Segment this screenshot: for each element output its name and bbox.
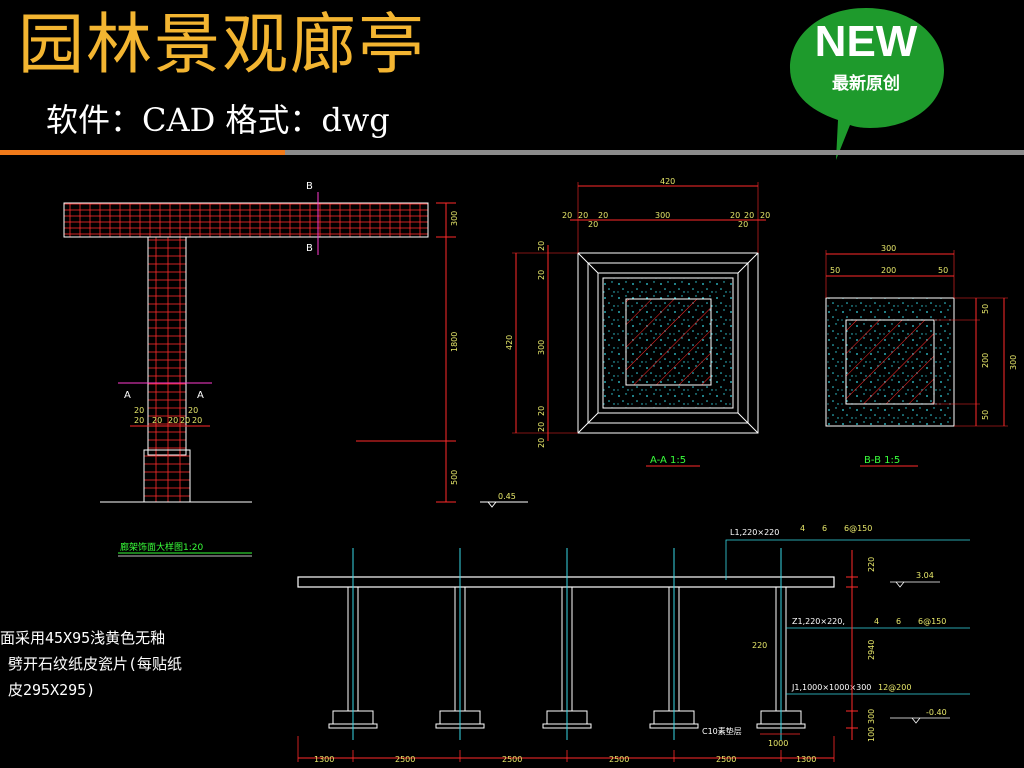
accent-bar [0,150,285,155]
section-aa: 420 20 20 20 300 20 20 20 20 20 420 20 2… [505,177,770,467]
level-0-45: 0.45 [498,492,516,501]
page-subtitle: 软件：CAD 格式：dwg [46,101,390,139]
column-brick [147,236,187,456]
elev-dim-220: 220 [867,557,876,572]
bb-dim-r1: 200 [981,353,990,368]
bb-dim-r0: 50 [981,304,990,314]
bb-dim-right-total: 300 [1009,355,1018,370]
elev-dim-2940: 2940 [867,640,876,660]
rebar-top-c: 6@150 [844,524,872,533]
caption-facing-detail: 廊架饰面大样图1:20 [120,541,203,553]
bb-dim-top-total: 300 [881,244,896,253]
aa-dim-t4: 20 [730,211,740,220]
pavilion-elevation: L1,220×220 4 6 6@150 Z1,220×220, 4 6 6@1… [297,524,970,764]
badge-bubble [790,8,944,160]
material-note: 面采用45X95浅黄色无釉劈开石纹纸皮瓷片(每贴纸皮295X295) [0,625,182,703]
section-mark-a-left: A [124,390,131,401]
span-3: 2500 [609,755,629,764]
aa-dim-l3: 20 [537,406,546,416]
dim-20-f: 20 [180,416,190,425]
aa-dim-top-total: 420 [660,177,675,186]
beam-brick [63,202,429,238]
page-title: 园林景观廊亭 [18,6,426,83]
axis-lines [352,548,782,740]
aa-dim-t6: 20 [760,211,770,220]
elev-dim-100: 100 [867,727,876,742]
rebar-mid-c: 6@150 [918,617,946,626]
dim-500: 500 [450,470,459,485]
bb-dim-r2: 50 [981,410,990,420]
new-badge [790,8,944,160]
note-line-3: 皮295X295) [8,681,96,699]
top-beam [297,576,835,588]
section-mark-b-bottom: B [306,243,313,254]
footing-dim: 1000 [768,739,788,748]
rebar-top-a: 4 [800,524,805,533]
rebar-bottom: 12@200 [878,683,911,692]
rebar-mid-b: 6 [896,617,901,626]
span-2: 2500 [502,755,522,764]
elev-dim-col: 220 [752,641,767,650]
span-4: 2500 [716,755,736,764]
span-5: 1300 [796,755,816,764]
badge-new-label: NEW [814,17,918,66]
label-z1: Z1,220×220, [792,617,845,626]
dim-20-c: 20 [134,416,144,425]
dim-20-b: 20 [188,406,198,415]
aa-dim-t3: 300 [655,211,670,220]
bb-dim-t0: 50 [830,266,840,275]
aa-dim-small-left: 20 [588,220,598,229]
level-minus-0-40: -0.40 [926,708,947,717]
aa-dim-l4: 20 [537,422,546,432]
badge-sub-label: 最新原创 [832,74,900,94]
aa-core [625,298,712,386]
section-bb: 300 50 200 50 50 200 50 300 B-B 1:5 [825,244,1018,467]
bb-dim-t1: 200 [881,266,896,275]
bb-dim-t2: 50 [938,266,948,275]
rebar-mid-a: 4 [874,617,879,626]
aa-dim-t0: 20 [562,211,572,220]
caption-bb: B-B 1:5 [864,455,900,466]
dim-20-d: 20 [152,416,162,425]
footing-note: C10素垫层 [702,726,742,736]
bb-core [845,319,935,405]
dim-1800: 1800 [450,332,459,352]
elev-dim-300: 300 [867,709,876,724]
aa-dim-t1: 20 [578,211,588,220]
aa-dim-l5: 20 [537,438,546,448]
rebar-top-b: 6 [822,524,827,533]
divider-bar [285,150,1024,155]
label-j1: J1,1000×1000×300 [791,683,871,692]
aa-dim-t5: 20 [744,211,754,220]
aa-dim-small-right: 20 [738,220,748,229]
note-line-2: 劈开石纹纸皮瓷片(每贴纸 [8,655,183,673]
dim-20-a: 20 [134,406,144,415]
aa-dim-t2: 20 [598,211,608,220]
note-line-1: 面采用45X95浅黄色无釉 [0,629,166,647]
dim-20-g: 20 [192,416,202,425]
section-mark-b-top: B [306,181,313,192]
dim-300: 300 [450,211,459,226]
caption-aa: A-A 1:5 [650,455,686,466]
facing-detail: B B A A 300 1800 500 20 20 20 20 20 20 2… [63,181,528,557]
section-mark-a-right: A [197,390,204,401]
label-l1: L1,220×220 [730,528,779,537]
dim-20-e: 20 [168,416,178,425]
span-0: 1300 [314,755,334,764]
aa-dim-left-total: 420 [505,335,514,350]
span-1: 2500 [395,755,415,764]
aa-dim-l1: 20 [537,270,546,280]
aa-dim-l0: 20 [537,241,546,251]
aa-dim-l2: 300 [537,340,546,355]
column-base [143,449,191,503]
level-3-04: 3.04 [916,571,934,580]
